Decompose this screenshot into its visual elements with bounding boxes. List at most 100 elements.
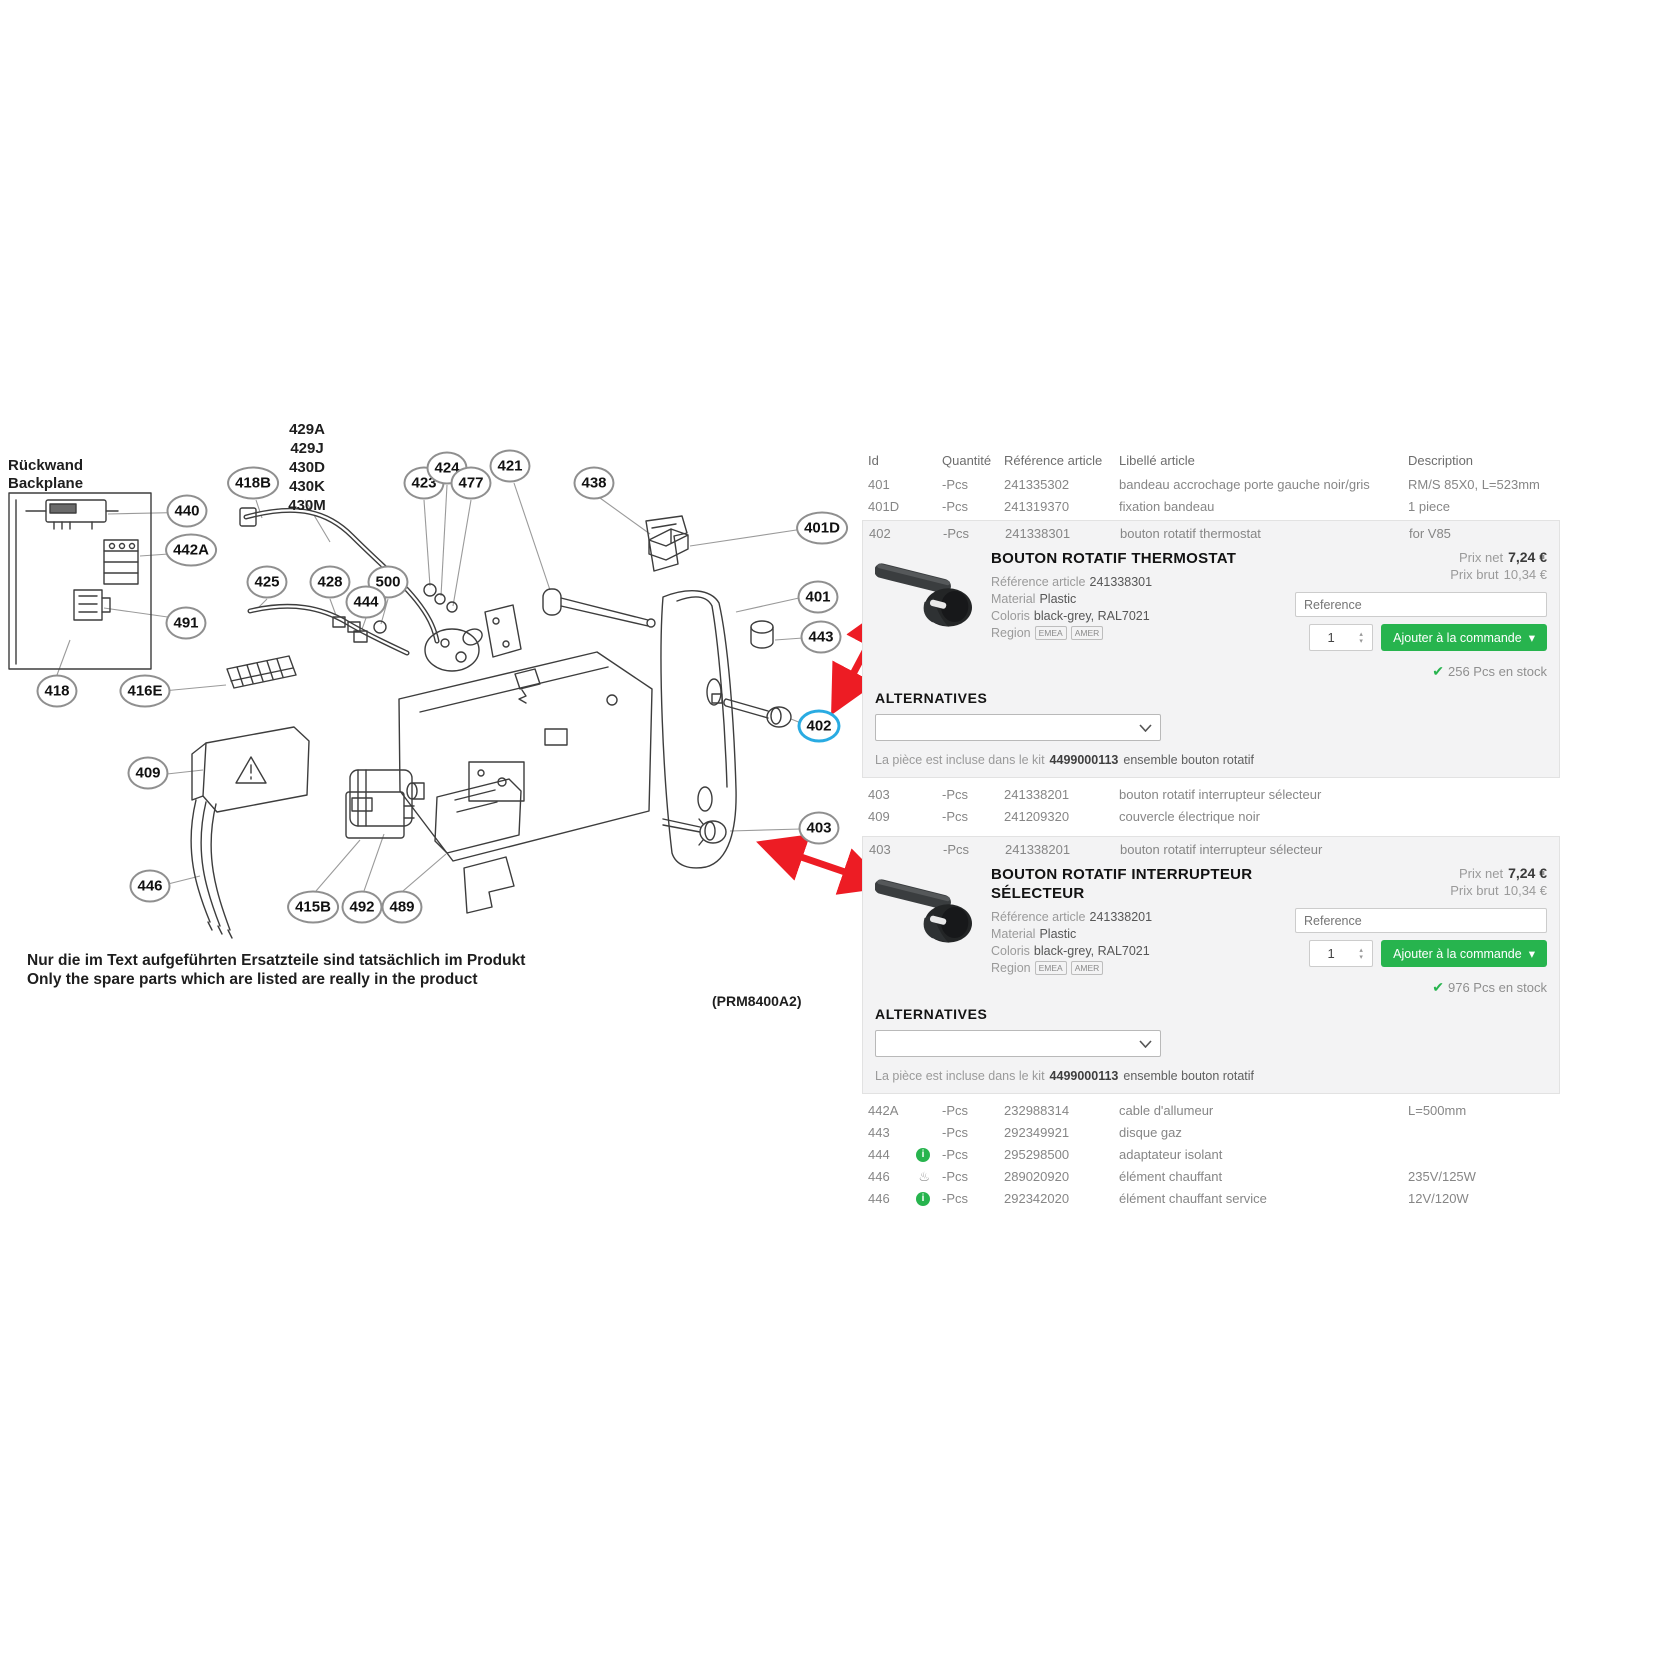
callout-label: 401D	[804, 519, 840, 537]
table-row-expanded[interactable]: 402 -Pcs 241338301 bouton rotatif thermo…	[863, 521, 1559, 547]
callout-label: 500	[375, 573, 401, 591]
add-to-order-button[interactable]: Ajouter à la commande ▾	[1381, 940, 1547, 967]
part-callout-489[interactable]: 489	[381, 890, 423, 924]
table-row[interactable]: 442A -Pcs 232988314 cable d'allumeur L=5…	[862, 1100, 1560, 1122]
row-ref: 241338301	[1005, 526, 1071, 541]
part-label-stack-429[interactable]: 429A 429J 430D 430K 430M	[288, 421, 326, 514]
row-qty: -Pcs	[942, 499, 968, 514]
info-icon[interactable]: i	[916, 1192, 930, 1206]
part-callout-492[interactable]: 492	[341, 890, 383, 924]
kit-link[interactable]: 4499000113	[1049, 1069, 1119, 1083]
spinner-arrows[interactable]: ▴ ▾	[1352, 941, 1370, 966]
part-callout-415B[interactable]: 415B	[287, 890, 339, 924]
quantity-input[interactable]	[1310, 941, 1353, 966]
callout-label: 425	[254, 573, 280, 591]
spin-up-icon[interactable]: ▴	[1359, 946, 1363, 954]
column-header-qty: Quantité	[942, 453, 992, 468]
price-net-value: 7,24 €	[1508, 865, 1547, 881]
part-callout-446[interactable]: 446	[129, 869, 171, 903]
part-callout-402-selected[interactable]: 402	[797, 709, 841, 743]
spin-up-icon[interactable]: ▴	[1359, 630, 1363, 638]
part-callout-409[interactable]: 409	[127, 756, 169, 790]
part-callout-438[interactable]: 438	[573, 466, 615, 500]
row-id: 401	[868, 477, 890, 492]
region-label: Region	[991, 626, 1031, 640]
reference-input[interactable]	[1295, 592, 1547, 617]
info-icon[interactable]: i	[916, 1148, 930, 1162]
row-id: 403	[868, 787, 890, 802]
part-callout-425[interactable]: 425	[246, 565, 288, 599]
quantity-stepper[interactable]: ▴ ▾	[1309, 624, 1374, 651]
callout-label: 418B	[235, 474, 271, 492]
caret-down-icon: ▾	[1528, 947, 1535, 961]
table-row[interactable]: 446♨ -Pcs 289020920 élément chauffant 23…	[862, 1166, 1560, 1188]
callout-label: 402	[806, 717, 832, 735]
product-image[interactable]	[874, 549, 987, 680]
row-id: 409	[868, 809, 890, 824]
row-qty: -Pcs	[942, 1147, 968, 1162]
part-callout-421[interactable]: 421	[489, 449, 531, 483]
product-image[interactable]	[874, 865, 987, 996]
row-id: 446	[868, 1191, 890, 1206]
part-callout-403[interactable]: 403	[798, 811, 840, 845]
part-callout-401[interactable]: 401	[797, 580, 839, 614]
part-callout-401D[interactable]: 401D	[796, 511, 848, 545]
material-value: Plastic	[1039, 927, 1077, 941]
row-id: 446	[868, 1169, 890, 1184]
spin-down-icon[interactable]: ▾	[1359, 637, 1363, 645]
part-callout-418[interactable]: 418	[36, 674, 78, 708]
row-label: bouton rotatif interrupteur sélecteur	[1120, 842, 1323, 857]
table-row[interactable]: 401 -Pcs 241335302 bandeau accrochage po…	[862, 474, 1560, 496]
part-callout-416E[interactable]: 416E	[119, 674, 171, 708]
row-desc	[1408, 1122, 1560, 1144]
row-ref: 232988314	[1004, 1103, 1070, 1118]
part-callout-418B[interactable]: 418B	[227, 466, 279, 500]
kit-link[interactable]: 4499000113	[1049, 753, 1119, 767]
quantity-stepper[interactable]: ▴ ▾	[1309, 940, 1374, 967]
row-desc	[1408, 1144, 1560, 1166]
table-row[interactable]: 409 -Pcs 241209320 couvercle électrique …	[862, 806, 1560, 828]
row-label: bandeau accrochage porte gauche noir/gri…	[1119, 477, 1370, 492]
row-ref: 241338201	[1005, 842, 1071, 857]
part-callout-442A[interactable]: 442A	[165, 533, 217, 567]
row-ref: 292349921	[1004, 1125, 1070, 1140]
heating-element-icon[interactable]: ♨	[918, 1169, 930, 1184]
quantity-input[interactable]	[1310, 625, 1353, 650]
row-ref: 241338201	[1004, 787, 1070, 802]
part-callout-444[interactable]: 444	[345, 585, 387, 619]
alternatives-select[interactable]	[875, 1030, 1161, 1057]
part-callout-491[interactable]: 491	[165, 606, 207, 640]
row-label: fixation bandeau	[1119, 499, 1215, 514]
spinner-arrows[interactable]: ▴ ▾	[1352, 625, 1370, 650]
table-header-row: Id Quantité Référence article Libellé ar…	[862, 450, 1560, 472]
price-gross-label: Prix brut	[1450, 567, 1499, 582]
product-details: BOUTON ROTATIF INTERRUPTEUR SÉLECTEUR Ré…	[987, 865, 1295, 996]
table-row-expanded[interactable]: 403 -Pcs 241338201 bouton rotatif interr…	[863, 837, 1559, 863]
part-callout-440[interactable]: 440	[166, 494, 208, 528]
table-row[interactable]: 403 -Pcs 241338201 bouton rotatif interr…	[862, 784, 1560, 806]
part-callout-428[interactable]: 428	[309, 565, 351, 599]
table-row[interactable]: 443 -Pcs 292349921 disque gaz	[862, 1122, 1560, 1144]
column-header-desc: Description	[1408, 453, 1474, 468]
parts-list: Id Quantité Référence article Libellé ar…	[862, 450, 1560, 1206]
part-callout-477[interactable]: 477	[450, 466, 492, 500]
region-label: Region	[991, 961, 1031, 975]
parts-drawing	[8, 492, 792, 939]
row-ref: 295298500	[1004, 1147, 1070, 1162]
row-id: 442A	[868, 1103, 899, 1118]
row-id: 443	[868, 1125, 890, 1140]
alternatives-heading: ALTERNATIVES	[875, 1006, 988, 1022]
table-row[interactable]: 401D -Pcs 241319370 fixation bandeau 1 p…	[862, 496, 1560, 518]
part-callout-443[interactable]: 443	[800, 620, 842, 654]
add-to-order-button[interactable]: Ajouter à la commande ▾	[1381, 624, 1547, 651]
ref-value: 241338301	[1089, 575, 1153, 589]
reference-input[interactable]	[1295, 908, 1547, 933]
alternatives-select[interactable]	[875, 714, 1161, 741]
diagram-title: Rückwand Backplane	[8, 457, 84, 492]
spin-down-icon[interactable]: ▾	[1359, 953, 1363, 961]
callout-label: 423	[411, 474, 437, 492]
